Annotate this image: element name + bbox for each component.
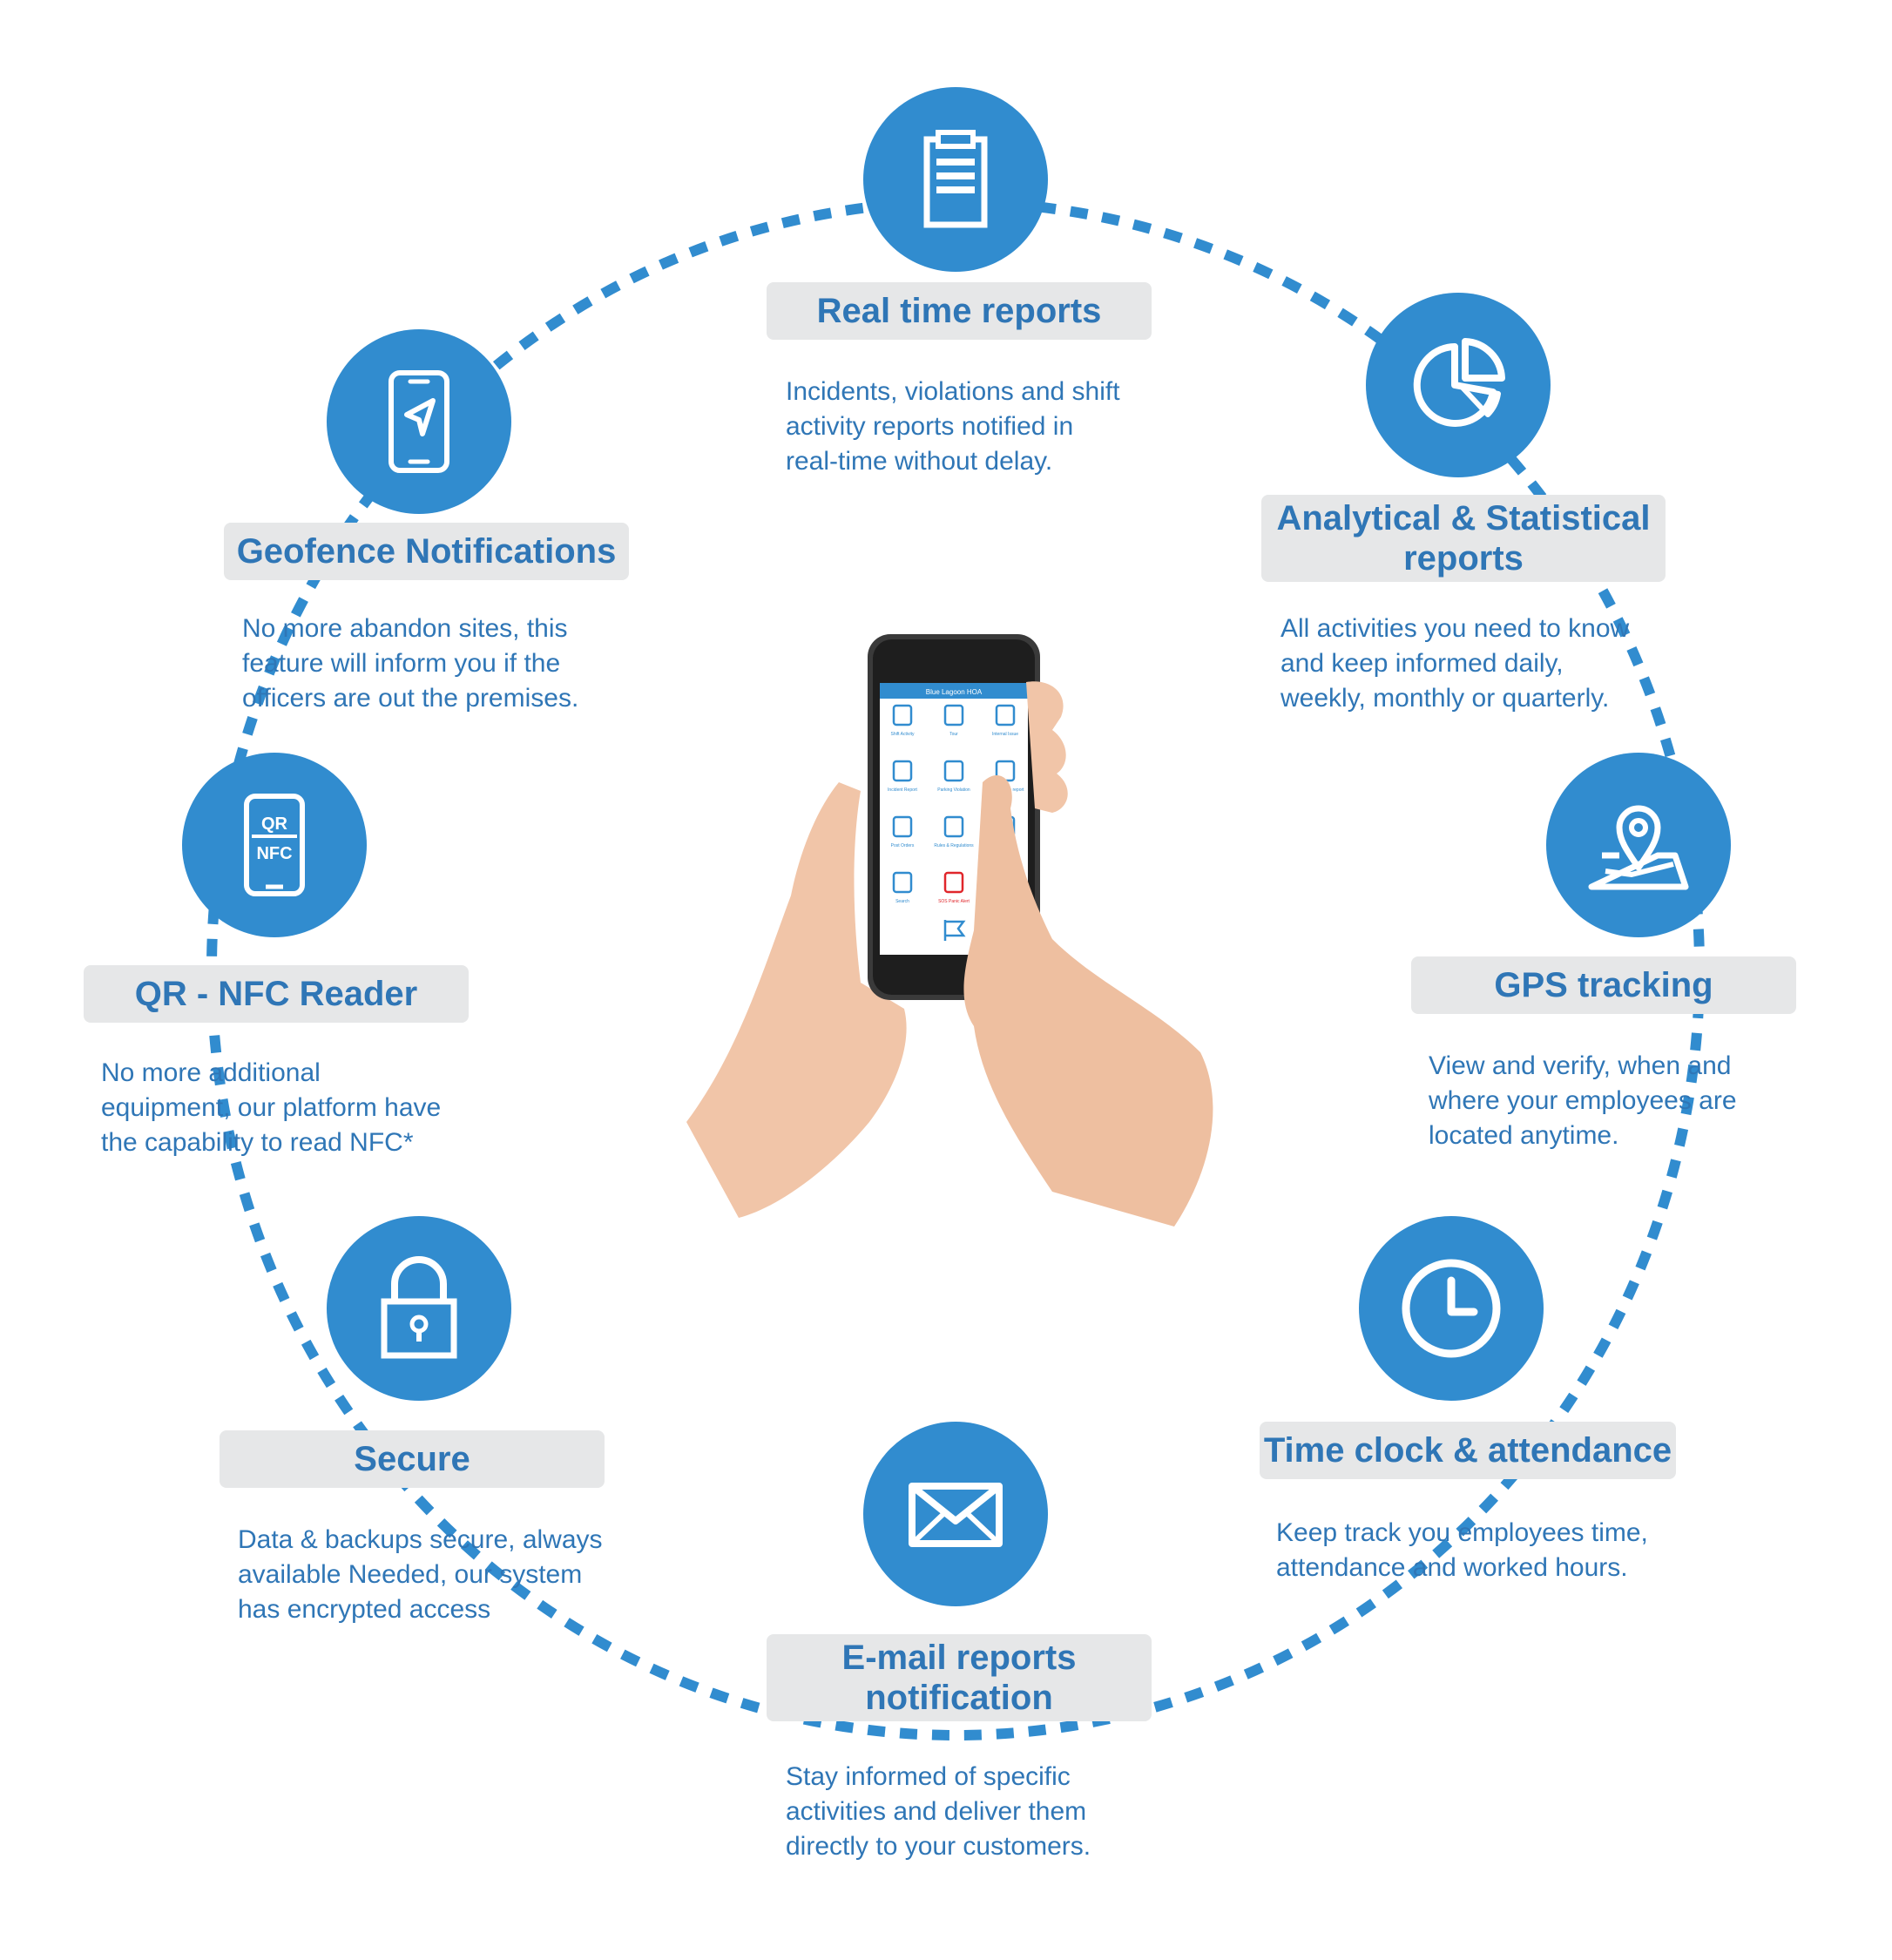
clock-icon (1402, 1259, 1501, 1358)
analytics-description: All activities you need to know and keep… (1280, 614, 1630, 713)
app-tile-label: Internal Issue (992, 732, 1018, 737)
qrnfc-title: QR - NFC Reader (84, 965, 469, 1023)
app-tile[interactable]: Internal Issue (992, 704, 1018, 737)
geofence-title: Geofence Notifications (224, 523, 629, 580)
app-tile[interactable]: Post Orders (891, 815, 915, 848)
app-tile-icon (892, 760, 913, 782)
realtime-title: Real time reports (767, 282, 1152, 340)
analytics-node (1366, 293, 1551, 477)
geofence-description: No more abandon sites, this feature will… (242, 614, 579, 713)
clipboard-icon (923, 130, 988, 228)
geofence-node (327, 329, 511, 514)
timeclock-node (1359, 1216, 1544, 1401)
app-tile-icon (892, 871, 913, 894)
app-header (880, 683, 1028, 699)
app-tile[interactable]: Incident Report (888, 760, 918, 793)
pointing-finger (963, 774, 1213, 1227)
envelope-icon (909, 1483, 1003, 1547)
qr-nfc-phone-icon: QR NFC (244, 794, 305, 896)
qrnfc-description: No more additional equipment, our platfo… (101, 1058, 442, 1157)
app-tile[interactable]: Shift Activity (891, 704, 915, 737)
phone-navigation-icon (389, 370, 449, 473)
app-tile-label: Incident Report (888, 787, 918, 793)
app-tile-label: SOS Panic Alert (938, 899, 970, 904)
app-tile-icon (995, 704, 1016, 727)
app-tile[interactable]: Rules & Regulations (934, 815, 974, 848)
app-tile-label: Shift Activity (891, 732, 915, 737)
app-tile-label: Parking Violation (937, 787, 970, 793)
svg-text:QR: QR (261, 814, 288, 834)
app-tile[interactable]: Tour (943, 704, 964, 737)
app-tile-icon (943, 704, 964, 727)
gps-title: GPS tracking (1411, 956, 1796, 1014)
app-tile-label: Post Orders (891, 843, 915, 848)
svg-text:NFC: NFC (256, 844, 292, 863)
left-hand (686, 782, 907, 1218)
realtime-node (863, 87, 1048, 272)
map-pin-icon (1588, 805, 1689, 890)
secure-title: Secure (220, 1430, 605, 1488)
app-tile-icon (943, 815, 964, 838)
email-description: Stay informed of specific activities and… (786, 1762, 1091, 1861)
padlock-icon (381, 1256, 457, 1359)
app-tile-label: Rules & Regulations (934, 843, 974, 848)
app-tile-icon (892, 815, 913, 838)
timeclock-title: Time clock & attendance (1260, 1422, 1676, 1479)
flag-icon (943, 920, 966, 941)
timeclock-description: Keep track you employees time, attendanc… (1276, 1518, 1648, 1582)
app-tile-icon (892, 704, 913, 727)
secure-node (327, 1216, 511, 1401)
app-tile-label: Search (895, 899, 909, 904)
secure-description: Data & backups secure, always available … (238, 1525, 603, 1624)
right-hand (1026, 681, 1068, 813)
pie-chart-icon (1413, 338, 1505, 427)
gps-description: View and verify, when and where your emp… (1429, 1051, 1737, 1150)
qrnfc-node: QR NFC (182, 753, 367, 937)
realtime-description: Incidents, violations and shift activity… (786, 377, 1120, 476)
gps-node (1546, 753, 1731, 937)
app-tile[interactable]: Parking Violation (937, 760, 970, 793)
app-tile-icon (943, 871, 964, 894)
app-tile-label: Tour (949, 732, 958, 737)
app-tile[interactable]: SOS Panic Alert (938, 871, 970, 904)
svg-text:Blue Lagoon HOA: Blue Lagoon HOA (926, 688, 983, 696)
phone-in-hands-illustration: Blue Lagoon HOA Shift Activity Tour Intern… (686, 634, 1213, 1227)
app-tile[interactable]: Search (892, 871, 913, 904)
email-node (863, 1422, 1048, 1606)
app-tile-icon (943, 760, 964, 782)
